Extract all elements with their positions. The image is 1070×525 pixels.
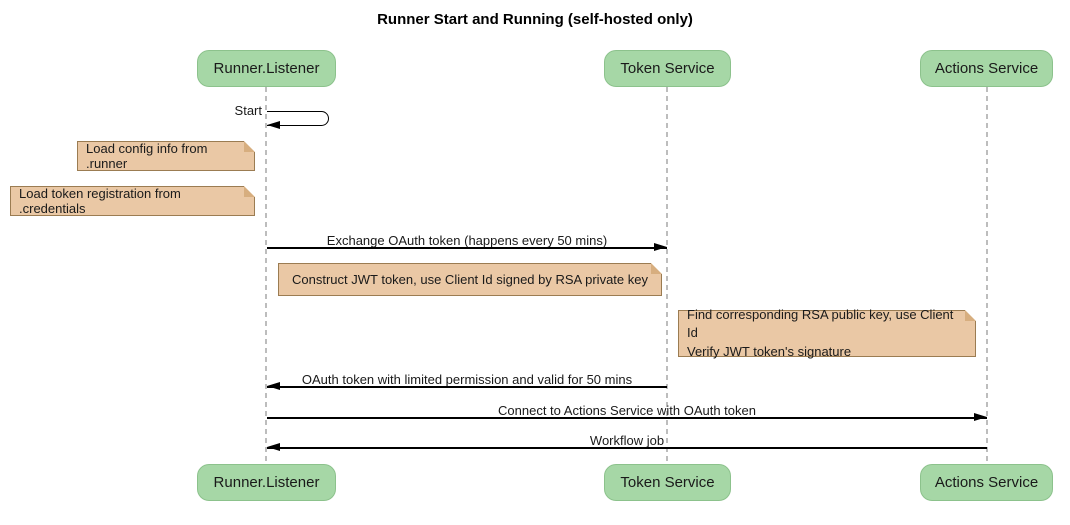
arrowhead-right-icon xyxy=(654,243,667,251)
note-text: Construct JWT token, use Client Id signe… xyxy=(292,272,648,287)
message-line-workflow xyxy=(267,447,987,449)
message-line-exchange xyxy=(267,247,667,249)
participant-runner-listener-top: Runner.Listener xyxy=(197,50,336,87)
lifeline-actions-service xyxy=(986,87,988,464)
message-label-exchange: Exchange OAuth token (happens every 50 m… xyxy=(326,233,608,248)
note-load-credentials: Load token registration from .credential… xyxy=(10,186,255,216)
participant-actions-service-bottom: Actions Service xyxy=(920,464,1053,501)
message-label-start: Start xyxy=(234,103,262,118)
note-construct-jwt: Construct JWT token, use Client Id signe… xyxy=(278,263,662,296)
message-line-oauth-return xyxy=(267,386,667,388)
message-label-connect: Connect to Actions Service with OAuth to… xyxy=(498,403,756,418)
participant-token-service-top: Token Service xyxy=(604,50,731,87)
note-verify-jwt: Find corresponding RSA public key, use C… xyxy=(678,307,976,359)
note-text: Load config info from .runner xyxy=(86,141,208,171)
note-text-line1: Find corresponding RSA public key, use C… xyxy=(687,307,954,341)
arrowhead-right-icon xyxy=(974,413,987,421)
arrowhead-left-icon xyxy=(267,121,280,129)
note-load-config: Load config info from .runner xyxy=(77,141,255,171)
participant-token-service-bottom: Token Service xyxy=(604,464,731,501)
participant-runner-listener-bottom: Runner.Listener xyxy=(197,464,336,501)
participant-actions-service-top: Actions Service xyxy=(920,50,1053,87)
arrowhead-left-icon xyxy=(267,443,280,451)
lifeline-token-service xyxy=(666,87,668,464)
note-text-line2: Verify JWT token's signature xyxy=(687,343,852,359)
diagram-title: Runner Start and Running (self-hosted on… xyxy=(377,11,693,28)
note-fold-icon xyxy=(965,310,976,321)
note-fold-icon xyxy=(244,186,255,197)
note-fold-icon xyxy=(651,263,662,274)
lifeline-runner-listener xyxy=(265,87,267,464)
message-line-connect xyxy=(267,417,987,419)
note-fold-icon xyxy=(244,141,255,152)
self-message-loop xyxy=(267,111,329,126)
arrowhead-left-icon xyxy=(267,382,280,390)
message-label-oauth-return: OAuth token with limited permission and … xyxy=(301,372,633,387)
message-label-workflow: Workflow job xyxy=(589,433,665,448)
note-text: Load token registration from .credential… xyxy=(19,186,181,216)
